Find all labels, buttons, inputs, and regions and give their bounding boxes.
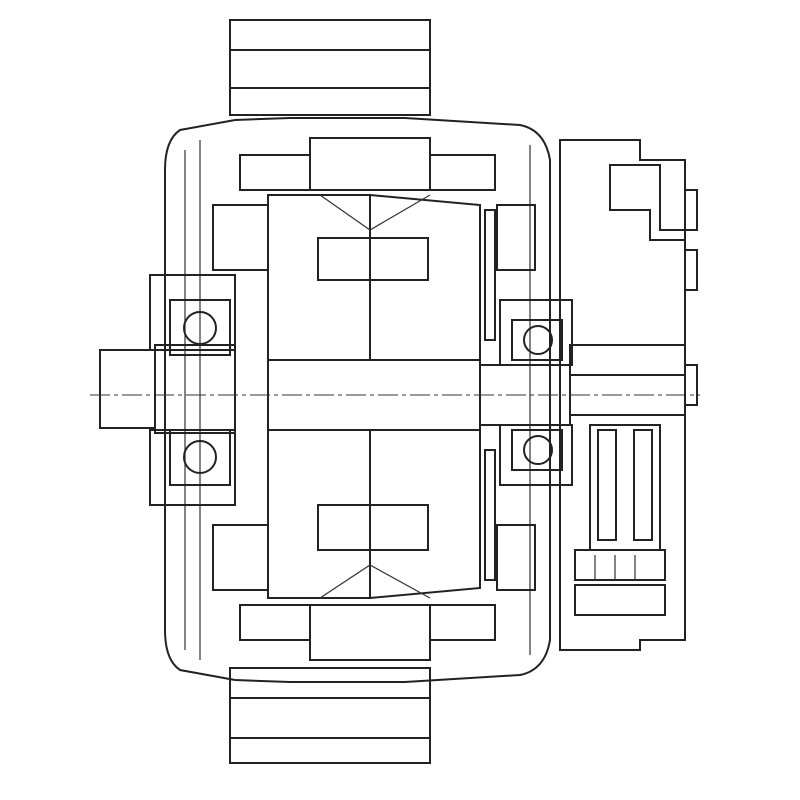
rear-bearing (499, 299, 573, 486)
brush-holder (574, 424, 666, 581)
front-fan (212, 204, 269, 591)
stator-bottom (239, 604, 496, 661)
front-bearing (149, 274, 236, 506)
pulley-bottom (229, 667, 431, 764)
rotor (267, 193, 481, 600)
field-coil-top (317, 237, 429, 281)
front-housing (164, 117, 551, 683)
rear-cover (559, 139, 698, 651)
field-coil-bottom (317, 504, 429, 551)
stator-top (239, 137, 496, 191)
front-housing-inner (184, 140, 531, 660)
rear-fan (484, 204, 536, 591)
pulley-top (229, 19, 431, 116)
shaft (90, 344, 700, 434)
